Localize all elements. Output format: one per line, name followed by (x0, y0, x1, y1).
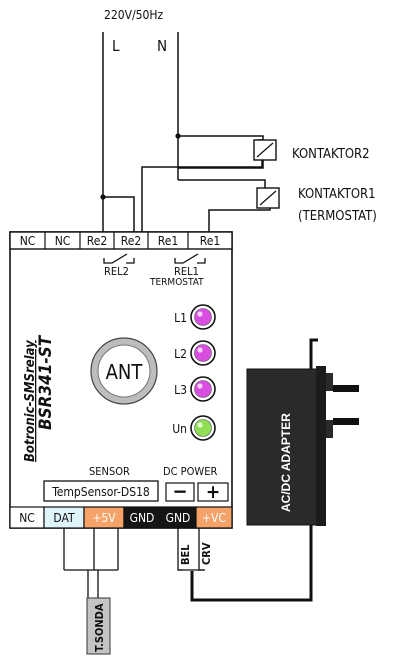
led-light (194, 419, 212, 437)
dc-power-label: DC POWER (163, 465, 217, 478)
kontaktor1-coil (256, 187, 280, 209)
temperature-probe (86, 597, 111, 655)
bottom-terminal-label: +5V (92, 511, 116, 525)
bottom-terminal-cell (195, 506, 233, 529)
led-label-l1: L1 (174, 311, 187, 325)
rel1-label: REL1 (174, 265, 199, 278)
top-terminal-re1: Re1 (200, 234, 220, 248)
sensor-model-box (43, 480, 159, 502)
kontaktor1-sublabel: (TERMOSTAT) (298, 209, 377, 224)
adapter-prong (333, 418, 359, 425)
top-terminal-re1: Re1 (158, 234, 178, 248)
adapter-prong (333, 385, 359, 392)
led-highlight (197, 311, 203, 317)
mains-wiring (102, 32, 271, 232)
top-terminal-strip: NC NC Re2 Re2 Re1 Re1 (9, 231, 233, 250)
junction-dot (100, 194, 106, 200)
bottom-terminal-label: GND (166, 511, 191, 525)
bottom-terminal-label: DAT (53, 511, 75, 525)
sensor-label: SENSOR (89, 465, 130, 478)
probe-label: T.SONDA (93, 603, 106, 652)
antenna-inner (97, 344, 151, 398)
led-highlight (197, 422, 203, 428)
top-terminal-re2: Re2 (87, 234, 107, 248)
dc-minus-sign: − (172, 479, 187, 503)
led-label-l2: L2 (174, 347, 187, 361)
rel1-sublabel: TERMOSTAT (149, 277, 204, 288)
kontaktor2-label: KONTAKTOR2 (292, 147, 370, 162)
brand-block: Botronic-SMSrelay BSR341-ST (23, 334, 56, 462)
led-light (194, 308, 212, 326)
led-highlight (197, 347, 203, 353)
bottom-terminal-label: +VC (202, 511, 226, 525)
bottom-terminal-strip: NC DAT +5V GND GND +VC (9, 506, 233, 529)
led-light (194, 344, 212, 362)
dc-plus-box (197, 482, 229, 502)
top-terminal-re2: Re2 (121, 234, 141, 248)
rel2-label: REL2 (104, 265, 129, 278)
bottom-terminal-label: NC (19, 511, 35, 525)
led-light (194, 380, 212, 398)
dc-wires (177, 338, 318, 602)
adapter-label: AC/DC ADAPTER (279, 413, 293, 512)
wire-bel-label: BEL (179, 544, 192, 565)
antenna-label: ANT (106, 360, 144, 384)
top-terminal-nc: NC (20, 234, 36, 248)
led-highlight (197, 383, 203, 389)
supply-neutral-label: N (157, 37, 167, 55)
led-label-l3: L3 (174, 383, 187, 397)
relay-symbols (103, 253, 206, 264)
supply-label: 220V/50Hz (104, 8, 163, 22)
brand-line1: Botronic-SMSrelay (23, 339, 38, 462)
sensor-cable (63, 528, 119, 600)
kontaktor2-coil (253, 139, 277, 161)
bottom-terminal-label: GND (130, 511, 155, 525)
dc-minus-box (165, 482, 195, 502)
junction-dot (175, 133, 181, 139)
kontaktor1-label: KONTAKTOR1 (298, 187, 376, 202)
sensor-model-label: TempSensor-DS18 (51, 485, 150, 499)
brand-line2: BSR341-ST (36, 334, 56, 430)
dc-plus-sign: + (206, 481, 220, 503)
wire-crv-label: CRV (200, 542, 213, 565)
acdc-adapter (246, 366, 359, 526)
top-terminal-nc: NC (55, 234, 71, 248)
supply-line-label: L (112, 37, 120, 55)
led-label-un: Un (172, 422, 187, 436)
